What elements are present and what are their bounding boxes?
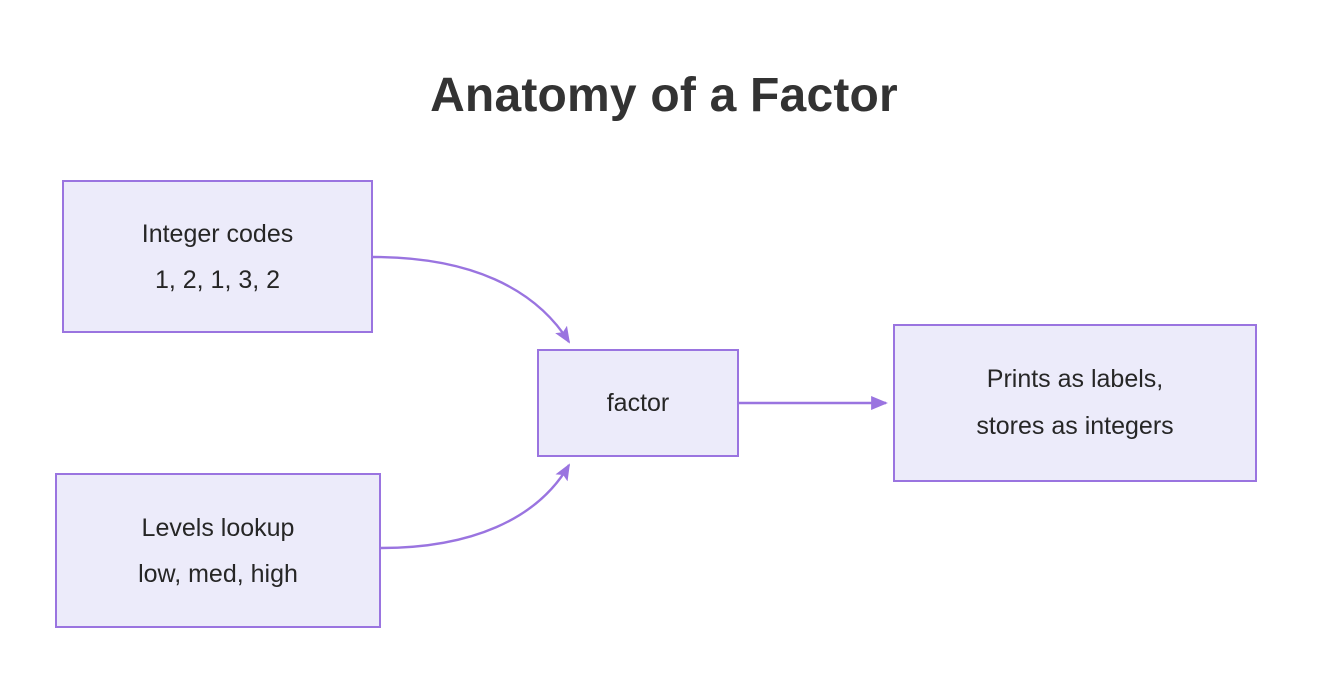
node-levels-lookup-line1: Levels lookup <box>141 513 295 542</box>
node-output[interactable]: Prints as labels, stores as integers <box>893 324 1257 482</box>
edge-codes-to-factor <box>372 255 571 344</box>
node-factor-label: factor <box>606 389 670 417</box>
node-integer-codes-line1: Integer codes <box>141 219 294 248</box>
node-integer-codes-line2: 1, 2, 1, 3, 2 <box>154 265 281 294</box>
node-levels-lookup-line2: low, med, high <box>138 559 298 588</box>
node-integer-codes[interactable]: Integer codes 1, 2, 1, 3, 2 <box>62 180 373 333</box>
node-factor[interactable]: factor <box>537 349 739 457</box>
node-levels-lookup[interactable]: Levels lookup low, med, high <box>55 473 381 628</box>
node-output-line2: stores as integers <box>976 412 1174 440</box>
edge-levels-to-factor <box>380 463 571 550</box>
node-output-line1: Prints as labels, <box>986 365 1164 393</box>
page-title: Anatomy of a Factor <box>430 69 898 122</box>
